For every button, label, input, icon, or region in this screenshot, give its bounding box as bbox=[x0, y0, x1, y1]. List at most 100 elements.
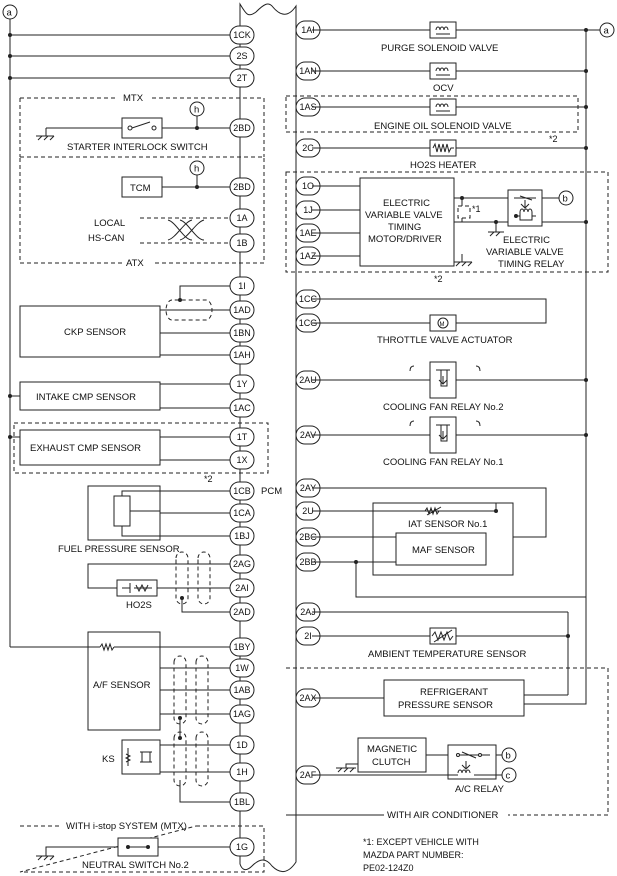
right-pin-label: 1AS bbox=[299, 102, 316, 112]
eosv-icon bbox=[429, 98, 457, 116]
magnetic-clutch-box bbox=[357, 737, 427, 773]
af-sensor-box bbox=[87, 631, 161, 731]
refrigerant-line2: PRESSURE SENSOR bbox=[398, 700, 493, 711]
aircon-label: WITH AIR CONDITIONER bbox=[387, 810, 499, 821]
pcm-body: PCM bbox=[239, 2, 297, 872]
neutral-switch-label: NEUTRAL SWITCH No.2 bbox=[82, 860, 189, 871]
left-pin-label: 2AG bbox=[233, 559, 251, 569]
left-pin-label: 1D bbox=[236, 740, 248, 750]
right-pin-label: 2AU bbox=[299, 375, 317, 385]
evvt-driver-line3: TIMING bbox=[388, 222, 421, 233]
left-pin-label: 1G bbox=[236, 842, 248, 852]
right-power-bus: a bbox=[312, 22, 615, 597]
magnetic-clutch-line2: CLUTCH bbox=[372, 757, 411, 768]
left-pin-5 bbox=[229, 208, 255, 228]
aircon-group: WITH AIR CONDITIONER REFRIGERANT PRESSUR… bbox=[286, 597, 609, 821]
intake-cmp-sensor-box bbox=[19, 381, 161, 411]
magnetic-clutch-line1: MAGNETIC bbox=[367, 744, 417, 755]
maf-sensor-label: MAF SENSOR bbox=[412, 545, 475, 556]
connector-b-ac-icon bbox=[501, 747, 517, 763]
left-pin-label: 2S bbox=[236, 51, 247, 61]
right-pin-label: 2U bbox=[302, 506, 314, 516]
footnote-line3: PE02-124Z0 bbox=[363, 863, 414, 873]
fan-relay-2-group: COOLING FAN RELAY No.2 bbox=[312, 361, 504, 413]
ho2s-heater-label: HO2S HEATER bbox=[410, 160, 476, 171]
ac-relay-icon bbox=[447, 744, 497, 780]
left-pin-label: 1H bbox=[236, 767, 248, 777]
refrigerant-line1: REFRIGERANT bbox=[420, 687, 488, 698]
right-pin-label: 1J bbox=[303, 205, 313, 215]
mtx-label: MTX bbox=[123, 93, 144, 104]
ambient-temp-group: AMBIENT TEMPERATURE SENSOR bbox=[312, 611, 570, 695]
purge-solenoid-group: PURGE SOLENOID VALVE bbox=[381, 21, 498, 54]
left-pin-label: 1BN bbox=[233, 328, 251, 338]
left-pin-label: 1X bbox=[236, 455, 247, 465]
svg-text:h: h bbox=[194, 164, 199, 175]
right-pin-label: 2I bbox=[304, 631, 312, 641]
istop-label: WITH i-stop SYSTEM (MTX) bbox=[66, 821, 187, 832]
ho2s-heater-group: HO2S HEATER bbox=[312, 139, 476, 171]
evvt-group: ELECTRIC VARIABLE VALVE TIMING MOTOR/DRI… bbox=[285, 171, 609, 284]
ckp-sensor-group: CKP SENSOR bbox=[19, 285, 230, 358]
left-pin-label: 1W bbox=[235, 663, 249, 673]
atx-group: ATX TCM h LOCAL HS-CAN bbox=[19, 156, 265, 269]
ho2s-group: HO2S bbox=[87, 551, 230, 613]
left-pin-label: 1I bbox=[238, 281, 246, 291]
eosv-label: ENGINE OIL SOLENOID VALVE bbox=[374, 121, 512, 132]
right-pin-label: 2C bbox=[302, 143, 314, 153]
exhaust-cmp-sensor-group: EXHAUST CMP SENSOR *2 bbox=[13, 422, 269, 484]
right-pin-label: 1CC bbox=[299, 294, 318, 304]
svg-text:a: a bbox=[604, 26, 610, 37]
right-pin-label: 2AY bbox=[300, 483, 316, 493]
iat-maf-group: IAT SENSOR No.1 MAF SENSOR bbox=[312, 487, 586, 598]
left-pin-column: 1CK2S2T2BD2BD1A1B1I1AD1BN1AH1Y1AC1T1X1CB… bbox=[229, 25, 255, 857]
tcm-label: TCM bbox=[130, 183, 151, 194]
left-pin-label: 2BD bbox=[233, 123, 251, 133]
left-pin-6 bbox=[229, 233, 255, 253]
af-sensor-group: A/F SENSOR bbox=[87, 631, 230, 731]
left-pin-2 bbox=[229, 68, 255, 88]
evvt-driver-line1: ELECTRIC bbox=[383, 198, 430, 209]
left-pin-label: 2BD bbox=[233, 182, 251, 192]
left-pin-label: 1AH bbox=[233, 350, 251, 360]
svg-text:*1: *1 bbox=[472, 204, 481, 214]
left-pin-label: 1BL bbox=[234, 797, 250, 807]
starter-interlock-switch-label: STARTER INTERLOCK SWITCH bbox=[67, 142, 208, 153]
evvt-relay-line2: VARIABLE VALVE bbox=[486, 247, 564, 258]
local-label: LOCAL bbox=[94, 218, 125, 229]
connector-h-mtx-icon bbox=[189, 101, 205, 117]
ks-group: KS bbox=[102, 718, 230, 803]
ks-label: KS bbox=[102, 754, 115, 765]
fuel-pressure-sensor-group: FUEL PRESSURE SENSOR bbox=[58, 485, 230, 555]
left-pin-label: 1AG bbox=[233, 709, 251, 719]
left-pin-label: 1CA bbox=[233, 508, 251, 518]
svg-text:b: b bbox=[506, 751, 511, 762]
left-pin-label: 1BY bbox=[233, 642, 250, 652]
ocv-icon bbox=[429, 62, 457, 80]
star2-mark: *2 bbox=[204, 474, 213, 484]
ho2s-label: HO2S bbox=[126, 600, 152, 611]
atx-label: ATX bbox=[126, 258, 144, 269]
connector-c-ac-icon bbox=[501, 767, 517, 783]
right-pin-label: 1AE bbox=[299, 228, 316, 238]
throttle-group: M THROTTLE VALVE ACTUATOR bbox=[312, 298, 547, 346]
throttle-label: THROTTLE VALVE ACTUATOR bbox=[377, 335, 513, 346]
ambient-temp-label: AMBIENT TEMPERATURE SENSOR bbox=[368, 649, 526, 660]
footnote: *1: EXCEPT VEHICLE WITH MAZDA PART NUMBE… bbox=[363, 837, 479, 873]
evvt-relay-line3: TIMING RELAY bbox=[498, 259, 565, 270]
ckp-sensor-box bbox=[19, 305, 161, 358]
left-pin-1 bbox=[229, 46, 255, 66]
right-pin-label: 2BB bbox=[299, 557, 316, 567]
right-pin-label: 2AJ bbox=[300, 607, 316, 617]
mtx-group: MTX h STARTER INTERLOCK SWITCH bbox=[19, 93, 265, 157]
left-pin-0 bbox=[229, 25, 255, 45]
istop-group: WITH i-stop SYSTEM (MTX) NEUTRAL SWITCH … bbox=[19, 821, 265, 873]
eosv-group: ENGINE OIL SOLENOID VALVE *2 bbox=[285, 95, 579, 144]
fan-relay-1-group: COOLING FAN RELAY No.1 bbox=[312, 416, 504, 468]
connector-a-left-label: a bbox=[7, 8, 13, 19]
svg-text:M: M bbox=[440, 322, 445, 328]
evvt-relay-line1: ELECTRIC bbox=[503, 235, 550, 246]
left-pin-label: 1Y bbox=[236, 379, 247, 389]
